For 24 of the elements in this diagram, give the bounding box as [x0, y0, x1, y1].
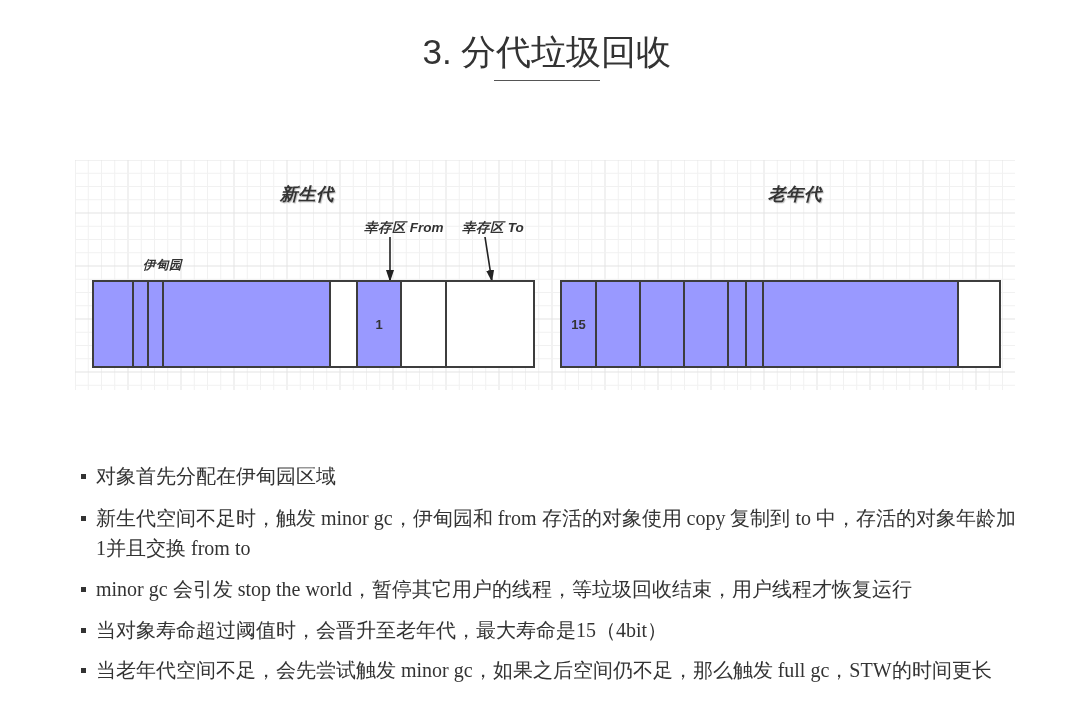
memory-cell [683, 282, 727, 366]
bullet-text: 当老年代空间不足，会先尝试触发 minor gc，如果之后空间仍不足，那么触发 full gc，STW的时间更长 [96, 658, 992, 684]
memory-cell: 15 [562, 282, 595, 366]
memory-cell [595, 282, 639, 366]
memory-cell [132, 282, 147, 366]
memory-cell [147, 282, 162, 366]
bullet-text: minor gc 会引发 stop the world，暂停其它用户的线程，等垃圾回收结束，用户线程才恢复运行 [96, 577, 913, 603]
memory-cell [162, 282, 329, 366]
memory-cell [745, 282, 762, 366]
bullet-text: 新生代空间不足时，触发 minor gc，伊甸园和 from 存活的对象使用 copy 复制到 to 中，存活的对象年龄加1并且交换 from to [96, 506, 1017, 561]
memory-cell [727, 282, 745, 366]
bullet-text: 对象首先分配在伊甸园区域 [96, 464, 336, 489]
pointer-label: 幸存区 To [462, 219, 524, 237]
pointer-label: 幸存区 From [364, 219, 444, 237]
title: 3. 分代垃圾回收 [422, 31, 672, 73]
memory-cell [94, 282, 132, 366]
region-label: 伊甸园 [143, 257, 182, 273]
memory-cell [762, 282, 957, 366]
region-heading: 老年代 [768, 183, 822, 205]
memory-cell: 1 [356, 282, 400, 366]
region-heading: 新生代 [280, 183, 334, 205]
memory-cell [639, 282, 683, 366]
bullet-text: 当对象寿命超过阈值时，会晋升至老年代，最大寿命是15（4bit） [96, 618, 668, 643]
arrow [484, 236, 495, 283]
